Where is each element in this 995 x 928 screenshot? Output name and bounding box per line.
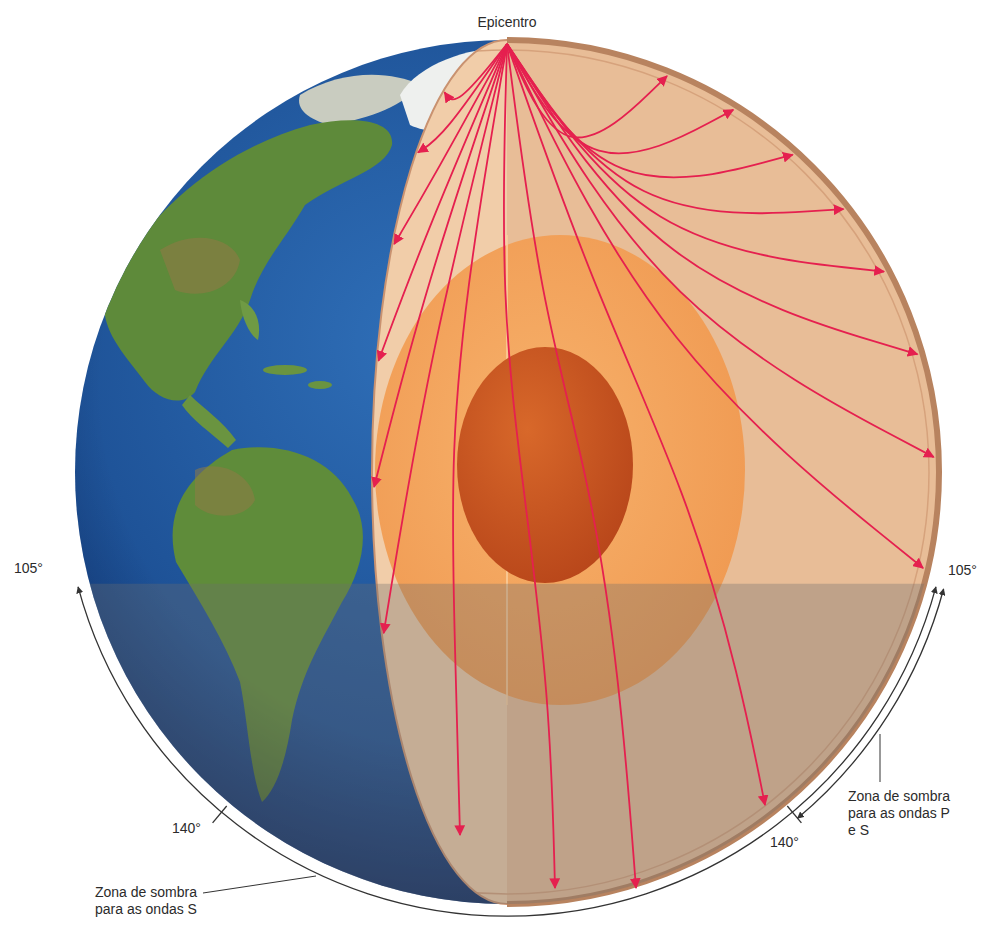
leader-line bbox=[203, 876, 316, 893]
seismic-ray bbox=[507, 44, 923, 568]
angle-label: 105° bbox=[14, 560, 43, 577]
seismic-ray bbox=[507, 44, 667, 138]
seismic-ray bbox=[507, 44, 733, 153]
p-s-shadow-arc bbox=[798, 589, 944, 818]
seismic-ray bbox=[453, 44, 507, 835]
tick-mark bbox=[213, 806, 227, 823]
seismic-ray bbox=[374, 44, 507, 487]
seismic-ray bbox=[384, 44, 507, 633]
seismic-ray bbox=[507, 44, 934, 457]
angle-label: 105° bbox=[948, 562, 977, 579]
shadow-zone-label: Zona de sombra para as ondas P e S bbox=[848, 788, 960, 839]
leader-line bbox=[880, 734, 881, 782]
seismic-ray bbox=[504, 44, 555, 888]
seismic-ray bbox=[507, 44, 636, 888]
seismic-ray bbox=[507, 44, 917, 354]
tick-mark bbox=[787, 806, 801, 823]
angle-label: 140° bbox=[770, 834, 799, 851]
seismic-rays bbox=[374, 44, 934, 888]
inner-core bbox=[457, 347, 633, 583]
globe-shading bbox=[75, 40, 939, 904]
ocean bbox=[75, 40, 939, 904]
angle-label: 140° bbox=[172, 820, 201, 837]
seismic-ray bbox=[507, 44, 843, 213]
seismic-ray bbox=[507, 44, 765, 805]
epicenter-label: Epicentro bbox=[477, 14, 536, 31]
s-shadow-arc bbox=[78, 587, 936, 916]
shadow-zone-label: Zona de sombra para as ondas S bbox=[95, 884, 207, 918]
shadow-zone bbox=[90, 584, 925, 904]
